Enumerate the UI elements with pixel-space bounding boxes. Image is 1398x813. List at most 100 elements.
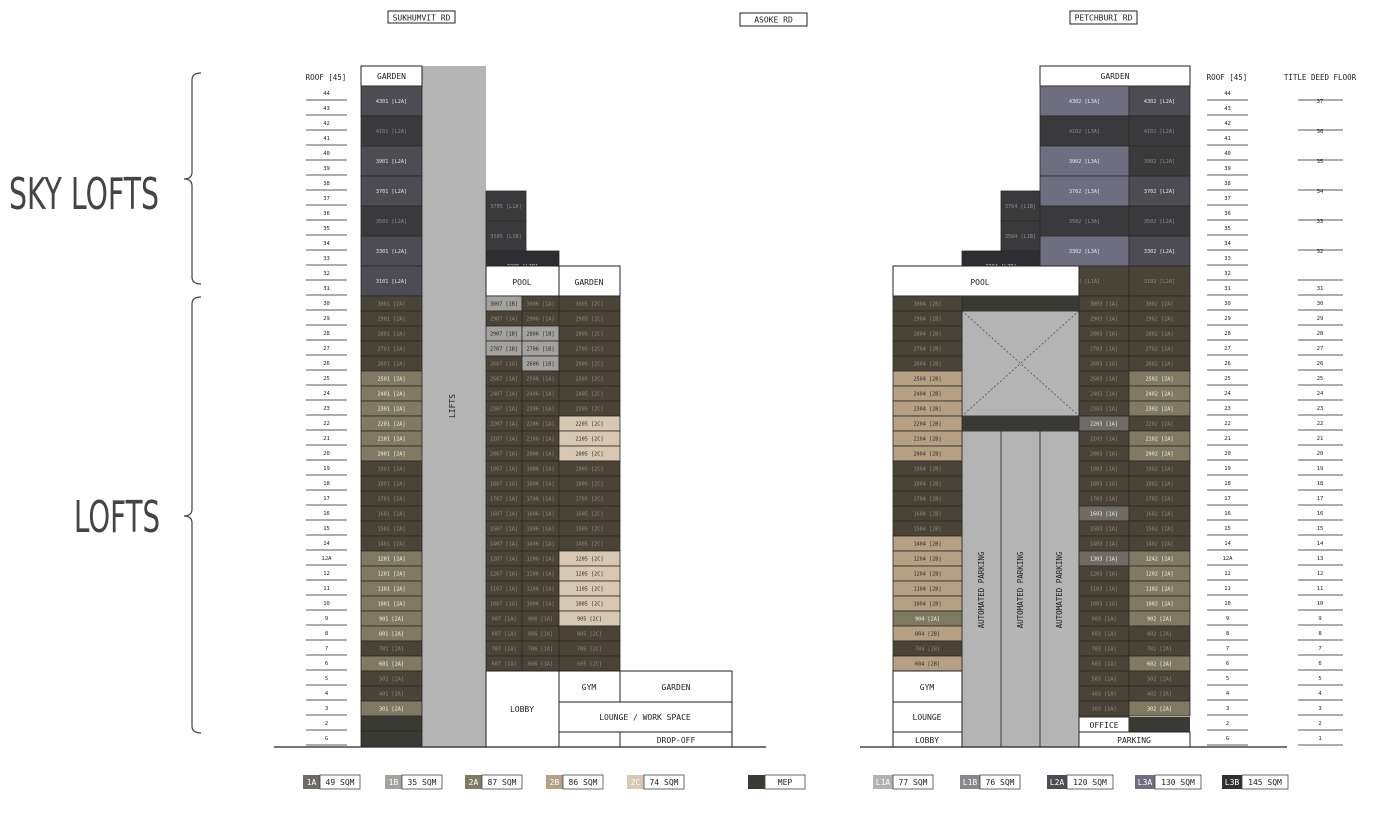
loft-unit-label: 2606 [1B] — [526, 362, 554, 368]
title-deed-label: 8 — [1318, 631, 1321, 637]
loft-unit — [1128, 700, 1191, 717]
title-deed-label: 15 — [1317, 526, 1324, 532]
gym-right-label: GYM — [920, 683, 935, 692]
loft-unit-label: 1204 [2B] — [913, 572, 941, 578]
drop-off-label: DROP-OFF — [657, 736, 696, 745]
loft-unit-label: 2704 [2B] — [913, 347, 941, 353]
loft-unit-label: 1704 [2B] — [913, 497, 941, 503]
pool-left-label: POOL — [512, 278, 531, 287]
loft-unit-label: 2105 [2C] — [575, 437, 603, 443]
floor-label: 10 — [1224, 601, 1231, 607]
loft-unit-label: 2103 [1A] — [1090, 437, 1118, 443]
loft-unit-label: 702 [2A] — [1147, 647, 1172, 653]
legend-swatch — [960, 775, 980, 789]
loft-unit-label: 2906 [1A] — [526, 317, 554, 323]
loft-unit-label: 704 [2B] — [915, 647, 940, 653]
sky-step-unit-left — [485, 190, 527, 222]
loft-unit-label: 2402 [2A] — [1145, 392, 1173, 398]
legend-area: 74 SQM — [650, 778, 679, 787]
floor-label: 29 — [323, 316, 330, 322]
loft-unit-label: 1104 [2B] — [913, 587, 941, 593]
sky-unit-right-a — [1039, 205, 1130, 237]
sky-unit-right-b — [1128, 145, 1191, 177]
lofts-label: LOFTS — [74, 492, 160, 543]
garden-left-deck-label: GARDEN — [575, 278, 604, 287]
floor-label: 28 — [1224, 331, 1231, 337]
legend-area: 87 SQM — [488, 778, 517, 787]
mep-band-top — [962, 296, 1079, 311]
legend-area-box — [643, 774, 685, 790]
loft-unit-label: 1506 [1A] — [526, 527, 554, 533]
loft-unit-label: 2306 [1A] — [526, 407, 554, 413]
sky-unit-left — [360, 145, 423, 177]
loft-unit-label: 2504 [2B] — [913, 377, 941, 383]
legend-area: 76 SQM — [986, 778, 1015, 787]
legend-code: L2A — [1050, 778, 1065, 787]
right-loft-units: 3004 [2B]2904 [2B]2804 [2B]2704 [2B]2604… — [892, 295, 1191, 717]
loft-unit-label: 1503 [1A] — [1090, 527, 1118, 533]
floor-label: 18 — [323, 481, 330, 487]
sky-unit-right-b — [1128, 85, 1191, 117]
floor-label: 26 — [1224, 361, 1231, 367]
legend-swatch — [1047, 775, 1067, 789]
lobby-left-label: LOBBY — [510, 705, 534, 714]
loft-unit-label: 1501 [2A] — [377, 527, 405, 533]
loft-unit-label: 2506 [1A] — [526, 377, 554, 383]
loft-unit-label: 2603 [1A] — [1090, 362, 1118, 368]
loft-unit-label: 1406 [1A] — [526, 542, 554, 548]
sky-unit-right-a — [1039, 175, 1130, 207]
legend-swatch — [873, 775, 893, 789]
loft-unit-label: 1206 [1A] — [526, 572, 554, 578]
loft-unit-label: 2101 [2A] — [377, 437, 405, 443]
loft-unit-label: 502 [2A] — [1147, 677, 1172, 683]
loft-unit-label: 2903 [1A] — [1090, 317, 1118, 323]
loft-unit-label: 1903 [1A] — [1090, 467, 1118, 473]
street-box-center — [739, 12, 808, 27]
loft-unit-label: 2006 [1A] — [526, 452, 554, 458]
loft-unit-label: 2505 [2C] — [575, 377, 603, 383]
loft-unit-label: 1902 [2A] — [1145, 467, 1173, 473]
title-deed-label: 11 — [1317, 586, 1324, 592]
left-loft-units: 3001 [2A]2901 [2A]2801 [2A]2701 [2A]2601… — [360, 295, 621, 747]
loft-unit-label: 2705 [2C] — [575, 347, 603, 353]
street-box-left — [387, 10, 456, 24]
floor-label: 9 — [1226, 616, 1229, 622]
loft-unit-label: 1801 [2A] — [377, 482, 405, 488]
loft-unit-label: 906 [1A] — [528, 617, 553, 623]
loft-unit-label: 903 [1A] — [1092, 617, 1117, 623]
loft-unit-label: 2002 [2A] — [1145, 452, 1173, 458]
loft-unit-label: 2501 [2A] — [377, 377, 405, 383]
floor-label: 5 — [325, 676, 328, 682]
loft-unit-label: 2607 [1A] — [490, 362, 518, 368]
loft-unit — [360, 730, 423, 747]
floor-label: 41 — [323, 136, 330, 142]
loft-unit-label: 2102 [2A] — [1145, 437, 1173, 443]
loft-unit-label: 2601 [2A] — [377, 362, 405, 368]
automated-parking-label-1: AUTOMATED PARKING — [977, 551, 986, 628]
loft-unit-label: 2204 [2B] — [913, 422, 941, 428]
loft-unit-label: 2806 [1B] — [526, 332, 554, 338]
sky-unit-left-label: 3501 [L2A] — [376, 219, 407, 225]
legend-code: L3A — [1138, 778, 1153, 787]
loft-unit-label: 1402 [2A] — [1145, 542, 1173, 548]
lobby-right-label: LOBBY — [915, 736, 939, 745]
loft-unit-label: 801 [2A] — [379, 632, 404, 638]
sky-step-unit-left-label: 3505 [L1B] — [490, 234, 521, 240]
title-deed-label: 14 — [1317, 541, 1324, 547]
loft-unit-label: 2803 [1A] — [1090, 332, 1118, 338]
sky-unit-left — [360, 175, 423, 207]
loft-unit-label: 2503 [1A] — [1090, 377, 1118, 383]
loft-unit-label: 3006 [1A] — [526, 302, 554, 308]
title-deed-label: 26 — [1317, 361, 1324, 367]
loft-unit-label: 2405 [2C] — [575, 392, 603, 398]
loft-unit-label: 602 [2A] — [1147, 662, 1172, 668]
floor-label: 29 — [1224, 316, 1231, 322]
loft-unit-label: 2401 [2A] — [377, 392, 405, 398]
loft-unit-label: 1203 [1A] — [1090, 572, 1118, 578]
automated-parking-1 — [961, 430, 1002, 748]
loft-unit-label: 503 [1A] — [1092, 677, 1117, 683]
floor-label: 12 — [323, 571, 330, 577]
floor-label: 6 — [325, 661, 328, 667]
loft-unit-label: 2805 [2C] — [575, 332, 603, 338]
legend-swatch — [627, 775, 644, 789]
